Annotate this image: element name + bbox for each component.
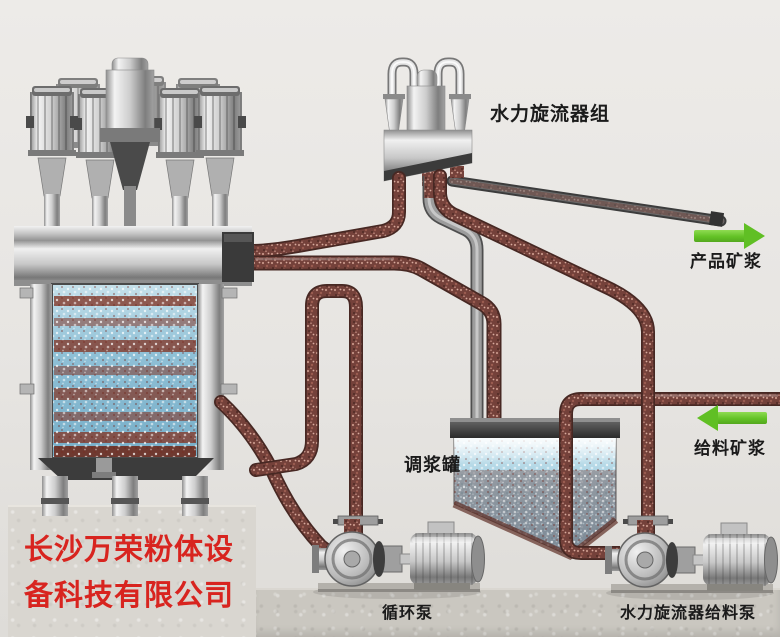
company-name-line1: 长沙万荣粉体设 (24, 534, 235, 566)
label-feed-slurry: 给料矿浆 (694, 439, 766, 458)
circulation-return-pipe (249, 284, 363, 544)
product-pipe (446, 175, 727, 227)
cyclone-feed-pump (603, 518, 779, 602)
mill-deck (14, 226, 254, 286)
feed-flow-arrow-icon (697, 405, 768, 431)
label-circulation-pump: 循环泵 (382, 605, 434, 622)
circulation-pump (310, 517, 486, 601)
mill-frame (19, 284, 238, 470)
label-conditioning-tank: 调浆罐 (404, 455, 461, 475)
company-name-line2: 备科技有限公司 (24, 580, 235, 612)
product-flow-arrow-icon (694, 223, 766, 249)
hydrocyclone-group (383, 57, 473, 196)
mill-window (51, 283, 199, 459)
cyclone-u-tube-right (433, 57, 465, 102)
mill-discharge-pipe (244, 255, 502, 436)
mill-legs (41, 476, 209, 516)
label-cyclone-feed-pump: 水力旋流器给料泵 (620, 605, 757, 622)
cyclone-center-downpipe (422, 174, 484, 430)
cyclone-feed-pipe (433, 169, 655, 541)
mill-bottom-cone (38, 458, 214, 480)
cyclone-u-tube-left (387, 57, 419, 102)
label-product-slurry: 产品矿浆 (690, 252, 762, 271)
conditioning-tank (450, 418, 620, 561)
company-watermark: 长沙万荣粉体设 备科技有限公司 (24, 527, 254, 619)
stirred-mill (14, 57, 254, 516)
feed-pipe (559, 392, 780, 560)
label-hydrocyclone-group: 水力旋流器组 (490, 104, 611, 125)
cyclone-underflow-pipe (245, 171, 406, 258)
mill-center-drive (100, 57, 160, 230)
